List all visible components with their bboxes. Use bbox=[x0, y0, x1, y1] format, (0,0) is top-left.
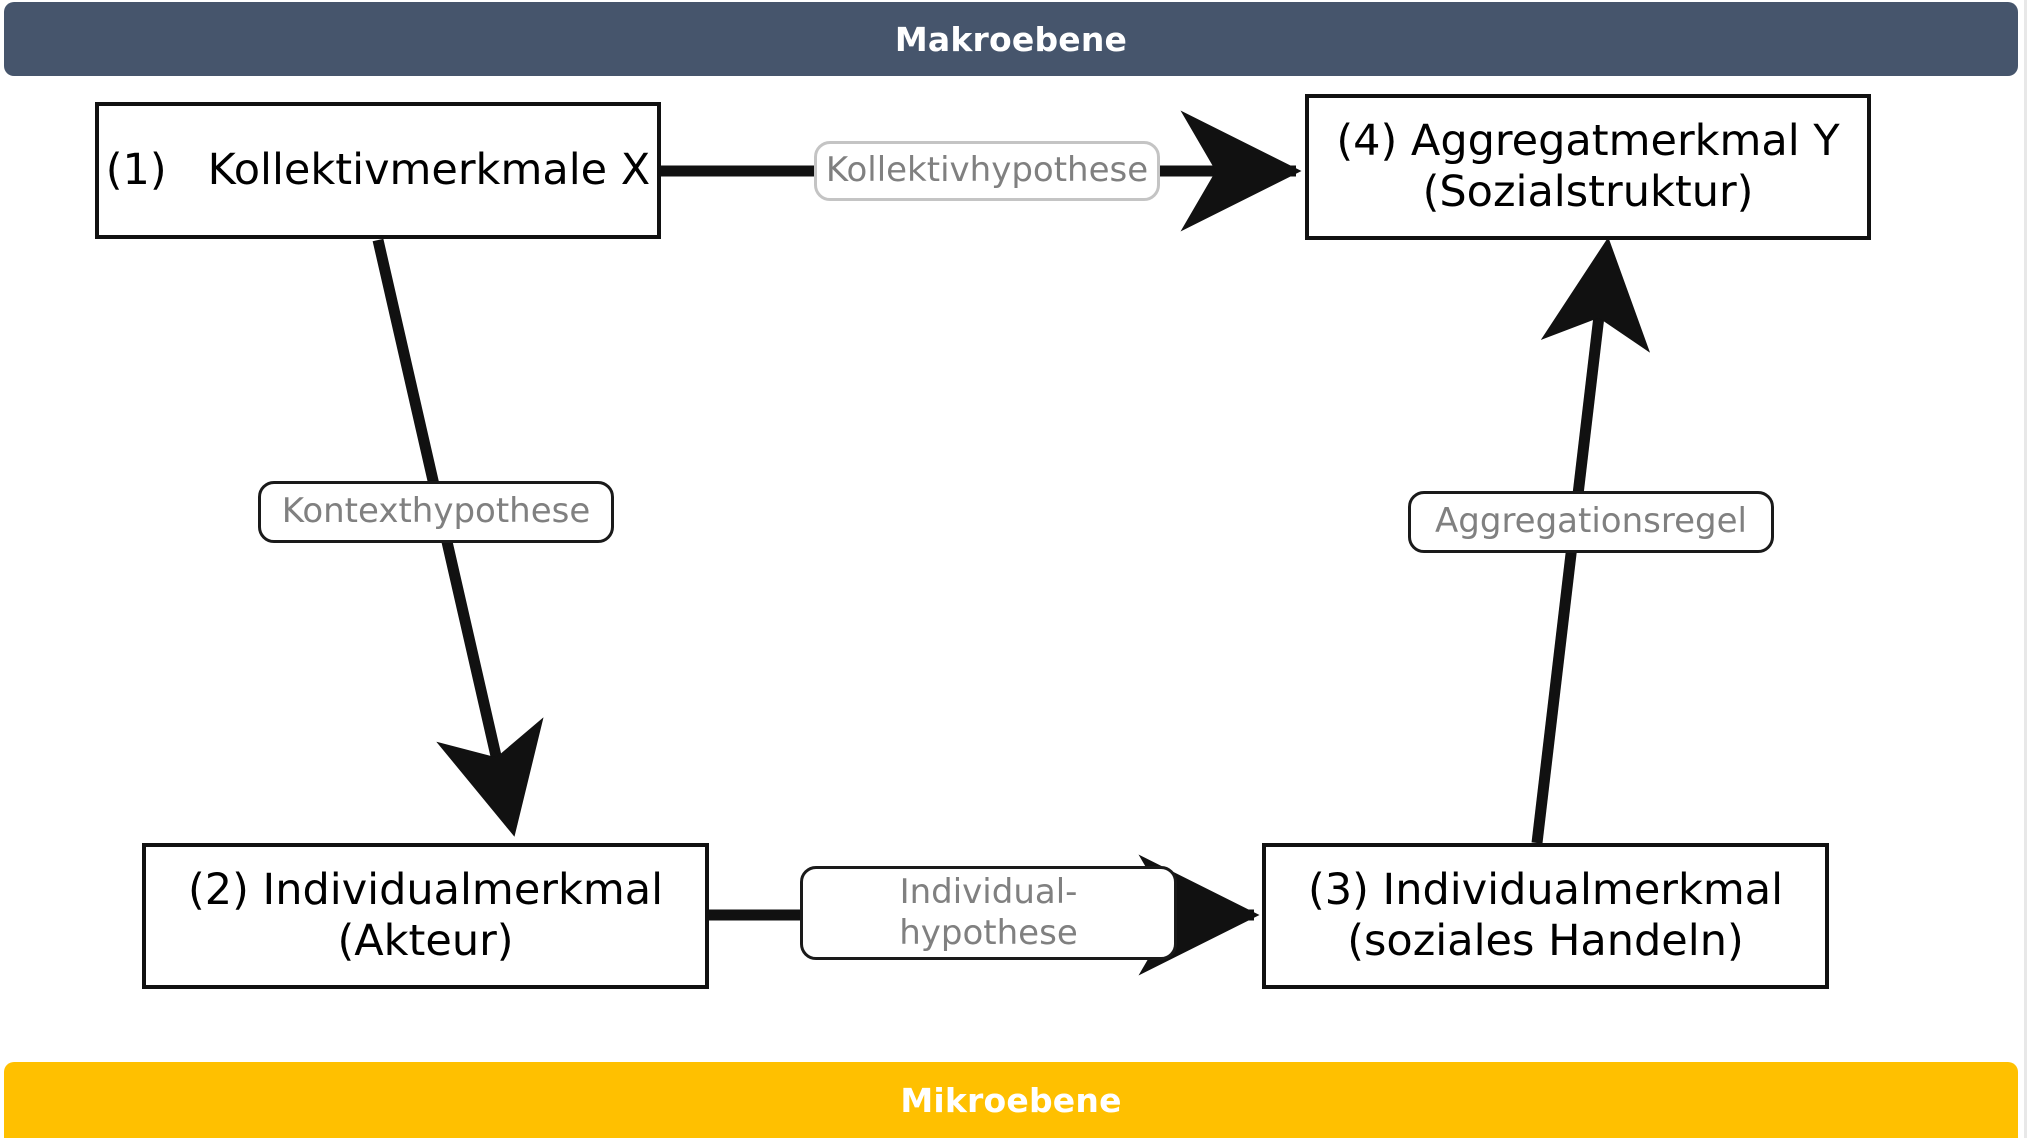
edge-label-kollektivhypothese[interactable]: Kollektivhypothese bbox=[814, 141, 1160, 201]
macro-level-bar: Makroebene bbox=[4, 2, 2018, 76]
edge-label-individualhypothese-text-line1: Individual- bbox=[899, 871, 1078, 912]
node-2-line1: (2) Individualmerkmal bbox=[187, 865, 664, 916]
edge-label-individualhypothese-text-line2: hypothese bbox=[899, 913, 1078, 953]
node-1-line1: (1) Kollektivmerkmale X bbox=[105, 145, 651, 196]
macro-level-label: Makroebene bbox=[894, 19, 1128, 59]
node-2-line2: (Akteur) bbox=[337, 916, 514, 966]
node-3-line1: (3) Individualmerkmal bbox=[1307, 865, 1784, 916]
edge-label-individualhypothese[interactable]: Individual- hypothese bbox=[800, 866, 1177, 960]
node-4-line2: (Sozialstruktur) bbox=[1422, 167, 1754, 217]
edge-label-kontexthypothese[interactable]: Kontexthypothese bbox=[258, 481, 614, 543]
node-individualmerkmal-akteur[interactable]: (2) Individualmerkmal (Akteur) bbox=[142, 843, 709, 989]
edge-label-kontexthypothese-text: Kontexthypothese bbox=[281, 491, 591, 532]
node-aggregatmerkmal-y[interactable]: (4) Aggregatmerkmal Y (Sozialstruktur) bbox=[1305, 94, 1871, 240]
node-kollektivmerkmale-x[interactable]: (1) Kollektivmerkmale X bbox=[95, 102, 661, 239]
micro-level-label: Mikroebene bbox=[900, 1080, 1122, 1120]
node-3-line2: (soziales Handeln) bbox=[1347, 916, 1744, 966]
node-4-line1: (4) Aggregatmerkmal Y bbox=[1336, 116, 1840, 167]
node-individualmerkmal-soziales-handeln[interactable]: (3) Individualmerkmal (soziales Handeln) bbox=[1262, 843, 1829, 989]
edge-label-kollektivhypothese-text: Kollektivhypothese bbox=[825, 150, 1149, 191]
micro-level-bar: Mikroebene bbox=[4, 1062, 2018, 1138]
edge-label-aggregationsregel-text: Aggregationsregel bbox=[1435, 501, 1747, 542]
edge-label-aggregationsregel[interactable]: Aggregationsregel bbox=[1408, 491, 1774, 553]
